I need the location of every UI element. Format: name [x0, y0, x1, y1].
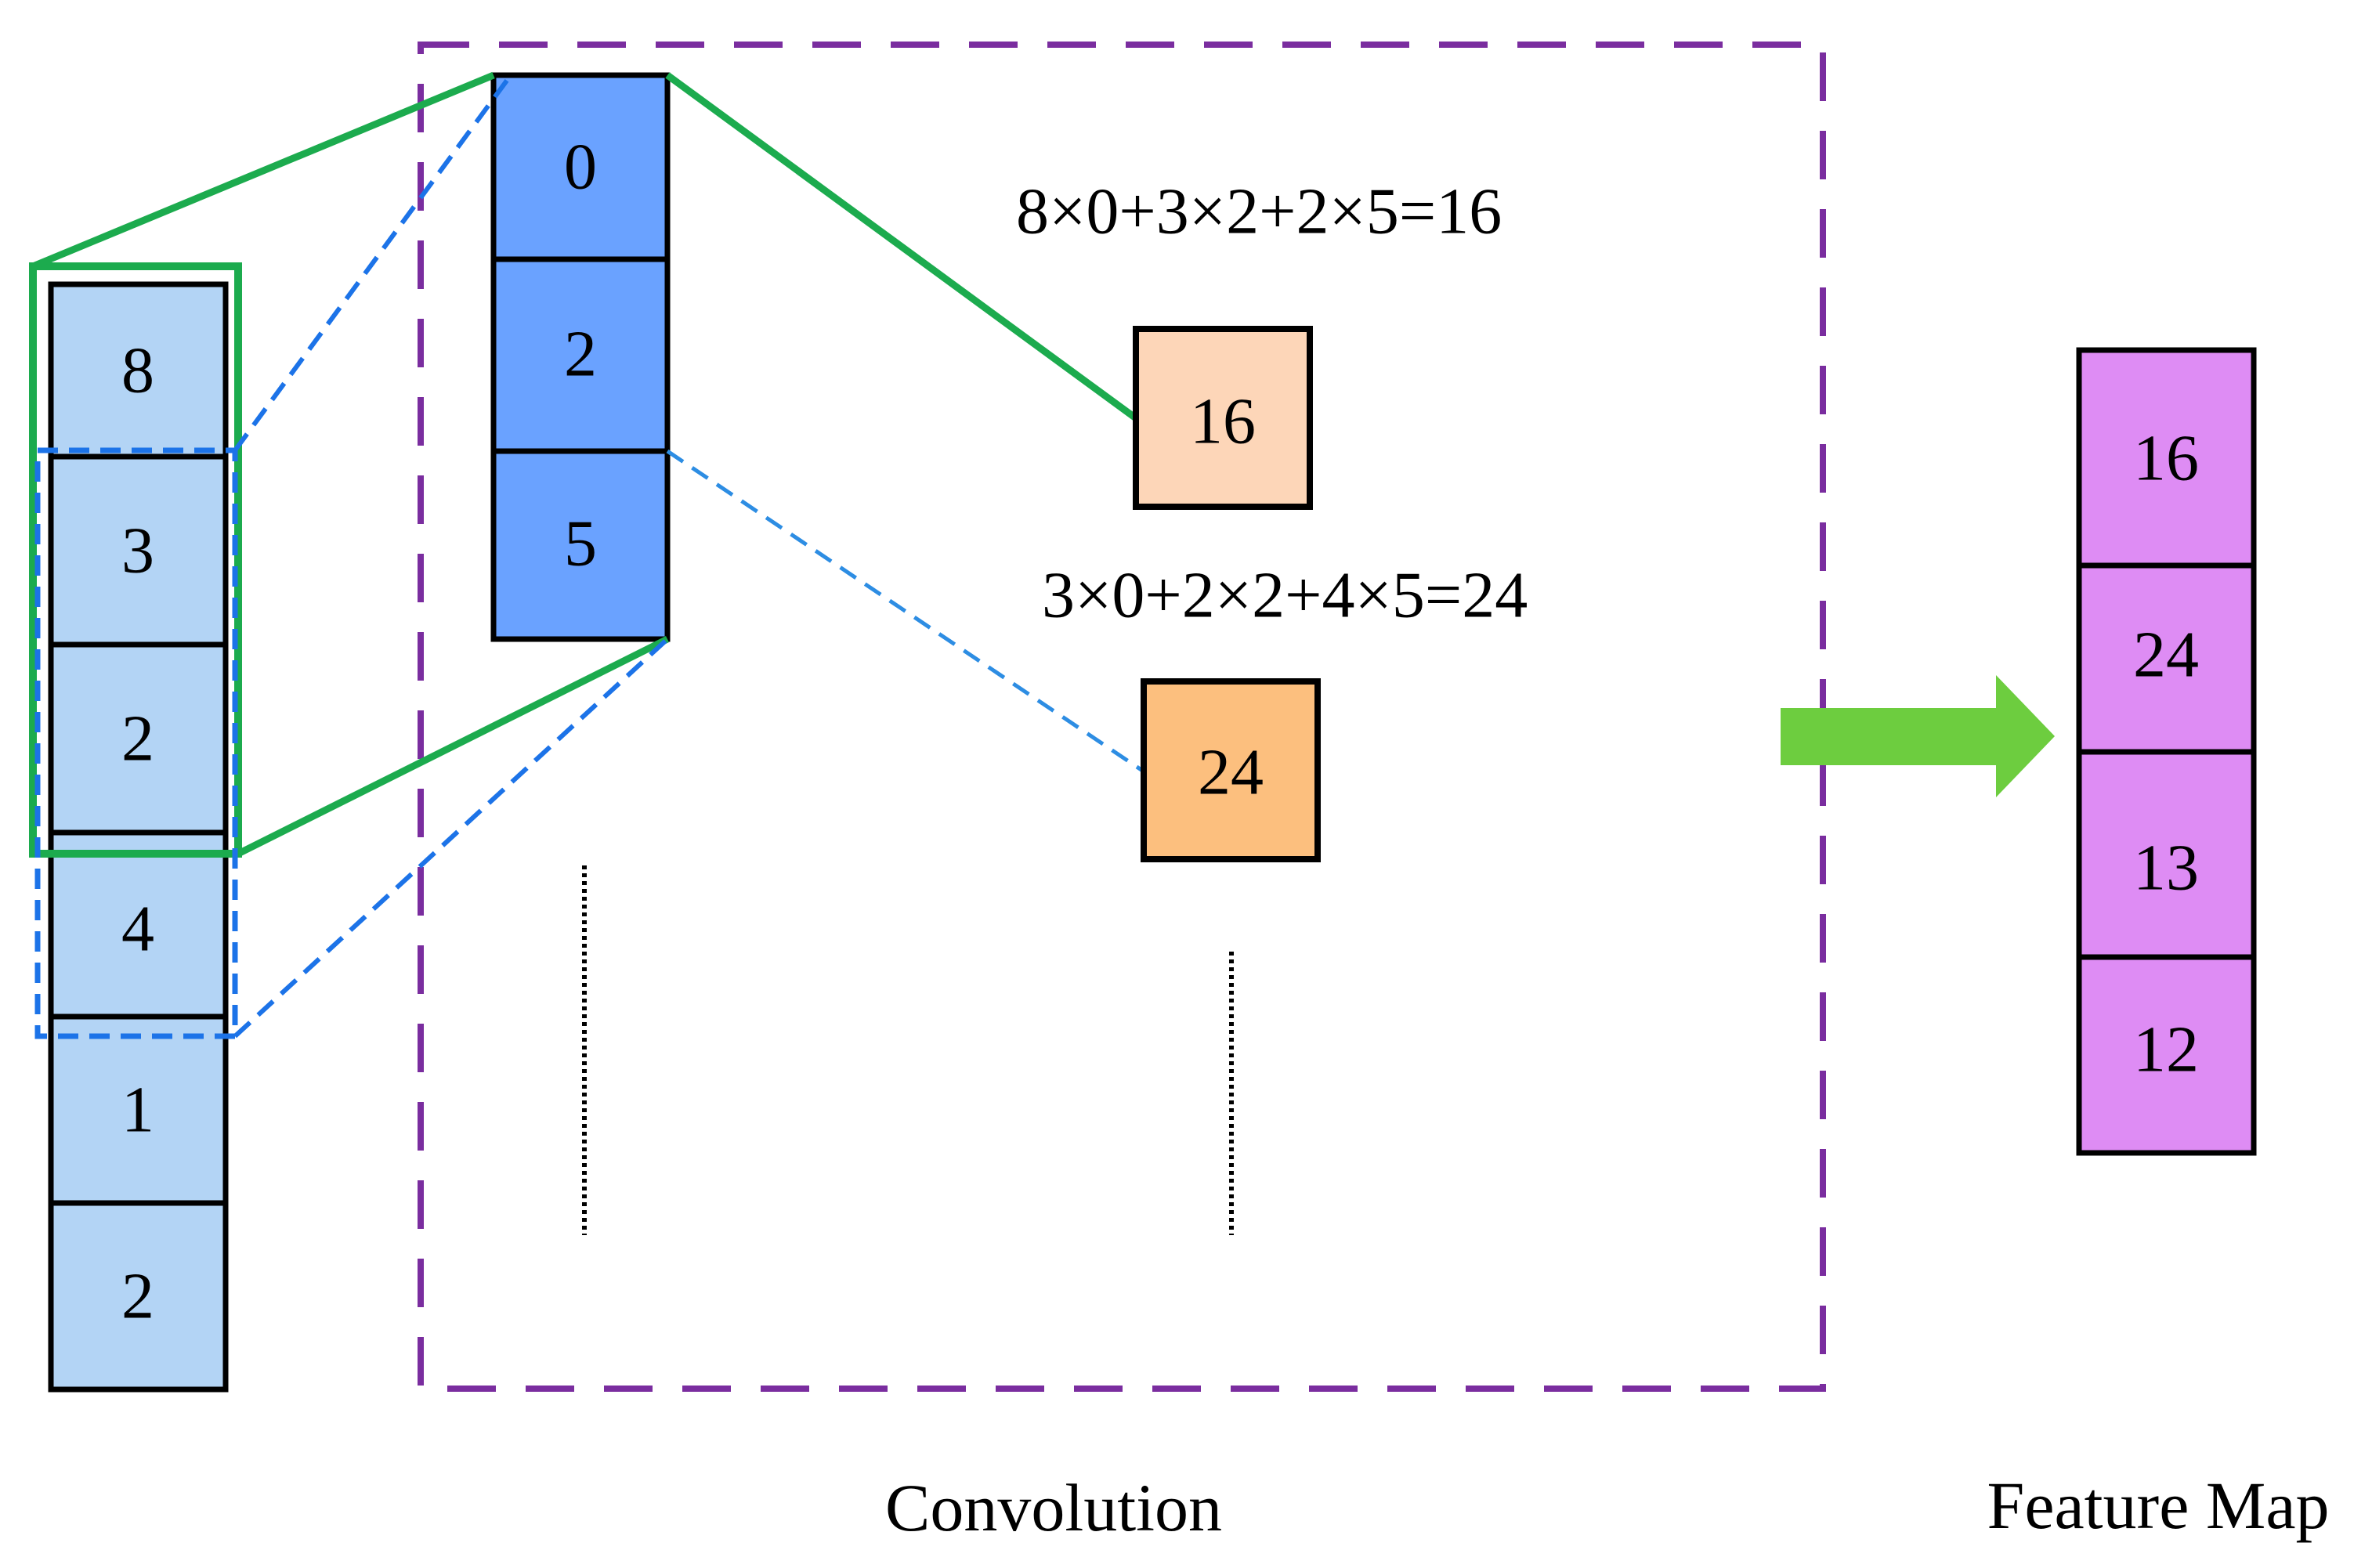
receptive-field-1-connector-bottom	[236, 635, 670, 858]
output-1-value: 16	[1190, 385, 1256, 458]
input-cell-value: 2	[121, 1260, 154, 1333]
feature-map-cell-value: 13	[2133, 832, 2199, 905]
output-2-box	[1141, 678, 1321, 862]
output-1-box	[1133, 326, 1313, 510]
receptive-field-1-connector-top	[31, 71, 495, 270]
feature-map-cell-value: 12	[2133, 1013, 2199, 1086]
arrow-to-feature-map	[1781, 675, 2055, 797]
input-cell	[48, 641, 229, 836]
feature-map-cell	[2076, 954, 2257, 1156]
receptive-field-2-connector-bottom	[233, 637, 670, 1039]
feature-map-cell	[2076, 562, 2257, 755]
feature-map-cell-value: 16	[2133, 422, 2199, 495]
input-cell	[48, 1200, 229, 1393]
kernel-cell	[490, 448, 671, 642]
kernel-cell-value: 0	[564, 131, 597, 204]
input-sequence: 8 3 2 4 1 2	[48, 281, 229, 1393]
output-2-connector	[666, 449, 1145, 774]
input-cell	[48, 1013, 229, 1206]
kernel-cell-value: 5	[564, 508, 597, 580]
feature-map-label: Feature Map	[1987, 1468, 2329, 1543]
feature-map: 16 24 13 12	[2076, 347, 2257, 1156]
input-cell-value: 2	[121, 703, 154, 775]
input-cell	[48, 829, 229, 1020]
kernel-cell	[490, 72, 671, 262]
kernel-cell-value: 2	[564, 318, 597, 391]
feature-map-cell	[2076, 749, 2257, 960]
receptive-field-2-connector-top	[233, 74, 513, 452]
receptive-field-1-highlight	[29, 262, 242, 858]
input-cell-value: 8	[121, 334, 154, 407]
kernel: 0 2 5	[490, 72, 671, 642]
feature-map-cell-value: 24	[2133, 619, 2199, 692]
input-cell-value: 4	[121, 893, 154, 966]
equation-2: 3×0+2×2+4×5=24	[1042, 559, 1528, 632]
input-cell-value: 1	[121, 1074, 154, 1147]
output-1-connector	[665, 72, 1138, 421]
input-cell-value: 3	[121, 515, 154, 587]
receptive-field-2-highlight	[34, 447, 238, 1039]
equation-1: 8×0+3×2+2×5=16	[1016, 175, 1502, 248]
convolution-label: Convolution	[885, 1470, 1222, 1545]
output-2-value: 24	[1198, 736, 1264, 809]
